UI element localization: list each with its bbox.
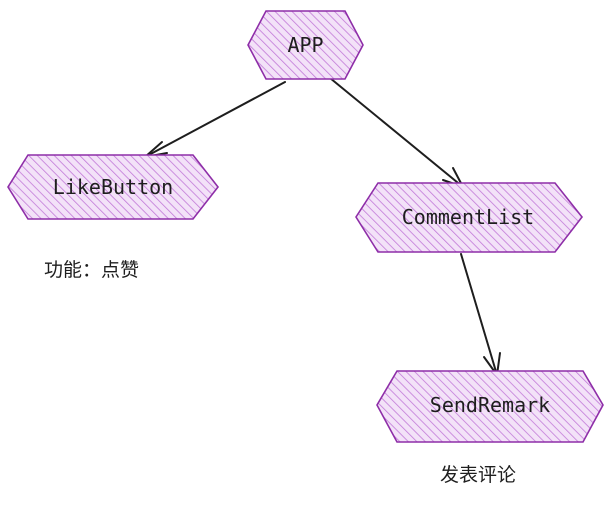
node-shape	[7, 154, 220, 220]
sendremark-note: 发表评论	[440, 464, 516, 486]
edge-commentlist-sendremark	[460, 253, 501, 376]
node-app: APP	[247, 10, 364, 80]
node-shape	[376, 370, 604, 443]
node-sendremark: SendRemark	[376, 370, 604, 443]
edge-app-commentlist	[329, 77, 464, 188]
node-shape	[355, 182, 584, 253]
edge-app-likebutton	[144, 81, 286, 158]
edge-line	[144, 81, 286, 158]
node-label: SendRemark	[430, 393, 550, 417]
node-likebutton: LikeButton	[7, 154, 220, 220]
edge-line	[460, 253, 498, 376]
node-shape	[247, 10, 364, 80]
node-commentlist: CommentList	[355, 182, 584, 253]
node-label: LikeButton	[53, 175, 173, 199]
node-label: APP	[287, 33, 323, 57]
node-label: CommentList	[402, 205, 534, 229]
edge-line	[329, 77, 464, 188]
likebutton-note: 功能：点赞	[44, 259, 139, 281]
